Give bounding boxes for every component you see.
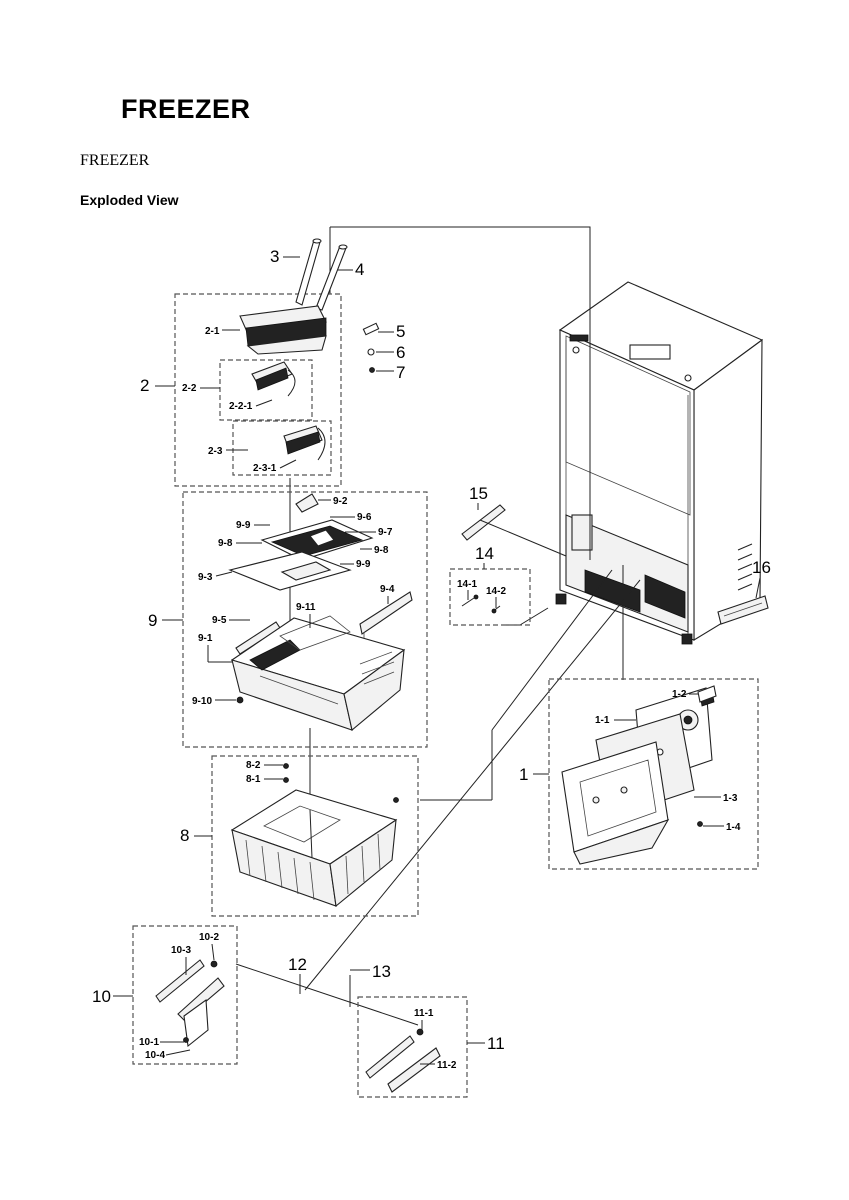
part-9-6-grid-cover bbox=[260, 519, 374, 561]
callout-9-4: 9-4 bbox=[380, 584, 395, 595]
part-16-bracket bbox=[717, 595, 769, 625]
part-2-1-ice-maker bbox=[239, 305, 327, 355]
callout-10: 10 bbox=[92, 987, 111, 1006]
callout-15: 15 bbox=[469, 484, 488, 503]
callout-9-2: 9-2 bbox=[333, 496, 348, 507]
callout-5: 5 bbox=[396, 322, 405, 341]
callout-14-1: 14-1 bbox=[457, 579, 477, 590]
callout-1-2: 1-2 bbox=[672, 689, 687, 700]
callout-10-4: 10-4 bbox=[145, 1050, 165, 1061]
callout-10-3: 10-3 bbox=[171, 945, 191, 956]
callout-1: 1 bbox=[519, 765, 528, 784]
callout-8: 8 bbox=[180, 826, 189, 845]
view-label: Exploded View bbox=[80, 192, 179, 208]
part-1-main-panel bbox=[561, 741, 670, 865]
callout-14-2: 14-2 bbox=[486, 586, 506, 597]
callout-6: 6 bbox=[396, 343, 405, 362]
callout-9-11: 9-11 bbox=[296, 602, 316, 613]
callout-2-3: 2-3 bbox=[208, 446, 223, 457]
part-9-2-clip bbox=[295, 493, 319, 513]
callout-2-1: 2-1 bbox=[205, 326, 220, 337]
group-2-box bbox=[174, 293, 342, 487]
page-title: FREEZER bbox=[121, 94, 251, 124]
callout-12: 12 bbox=[288, 955, 307, 974]
callout-16: 16 bbox=[752, 558, 771, 577]
callout-1-4: 1-4 bbox=[726, 822, 741, 833]
part-2-3-ice-tray bbox=[283, 425, 326, 461]
callout-11-1: 11-1 bbox=[414, 1008, 434, 1019]
callout-9-5: 9-5 bbox=[212, 615, 227, 626]
callout-1-3: 1-3 bbox=[723, 793, 738, 804]
callout-9-8a: 9-8 bbox=[218, 538, 233, 549]
group-9-box bbox=[182, 491, 428, 748]
callout-9-1: 9-1 bbox=[198, 633, 213, 644]
callout-9-10: 9-10 bbox=[192, 696, 212, 707]
group-11-slide-rails bbox=[365, 1028, 441, 1093]
part-8-basket bbox=[230, 789, 398, 908]
callout-9-3: 9-3 bbox=[198, 572, 213, 583]
group-1-box bbox=[548, 678, 759, 870]
callout-9: 9 bbox=[148, 611, 157, 630]
group-11-box bbox=[357, 996, 468, 1098]
callout-14: 14 bbox=[475, 544, 494, 563]
callout-9-9b: 9-9 bbox=[356, 559, 371, 570]
callout-11: 11 bbox=[487, 1034, 505, 1053]
parts-5-6-7 bbox=[362, 322, 380, 373]
callout-labels: 1 2 3 4 5 6 7 8 9 10 11 12 13 14 15 16 1… bbox=[92, 247, 771, 1071]
part-9-3-divider-shelf bbox=[228, 551, 352, 591]
part-9-10-screw bbox=[236, 696, 244, 704]
part-2-2-ice-tray bbox=[251, 361, 296, 397]
group-2-3-box bbox=[232, 420, 332, 476]
part-9-1-drawer-tub bbox=[230, 615, 406, 732]
part-3-tube bbox=[295, 238, 322, 306]
callout-2-3-1: 2-3-1 bbox=[253, 463, 277, 474]
group-2-2-box bbox=[219, 359, 313, 421]
callout-10-1: 10-1 bbox=[139, 1037, 159, 1048]
callout-4: 4 bbox=[355, 260, 364, 279]
group-14-box bbox=[449, 568, 531, 626]
callout-13: 13 bbox=[372, 962, 391, 981]
callout-8-1: 8-1 bbox=[246, 774, 261, 785]
parts-14-1-14-2 bbox=[461, 594, 501, 614]
part-1-2-connector bbox=[697, 685, 717, 703]
callout-2: 2 bbox=[140, 376, 149, 395]
group-10-box bbox=[132, 925, 238, 1065]
refrigerator-cabinet bbox=[555, 281, 764, 645]
part-4-tube bbox=[315, 244, 348, 311]
part-15-rail bbox=[461, 504, 567, 557]
callout-9-7: 9-7 bbox=[378, 527, 393, 538]
page-subtitle: FREEZER bbox=[80, 152, 150, 169]
callout-3: 3 bbox=[270, 247, 279, 266]
callout-9-9a: 9-9 bbox=[236, 520, 251, 531]
callout-10-2: 10-2 bbox=[199, 932, 219, 943]
group-10-slide-rails bbox=[155, 959, 225, 1048]
callout-8-2: 8-2 bbox=[246, 760, 261, 771]
callout-2-2: 2-2 bbox=[182, 383, 197, 394]
callout-11-2: 11-2 bbox=[437, 1060, 457, 1071]
parts-8-1-8-2-fasteners bbox=[283, 763, 399, 803]
callout-9-6: 9-6 bbox=[357, 512, 372, 523]
callout-9-8b: 9-8 bbox=[374, 545, 389, 556]
callout-2-2-1: 2-2-1 bbox=[229, 401, 253, 412]
part-1-4-screw bbox=[697, 821, 703, 827]
callout-7: 7 bbox=[396, 363, 405, 382]
callout-1-1: 1-1 bbox=[595, 715, 610, 726]
